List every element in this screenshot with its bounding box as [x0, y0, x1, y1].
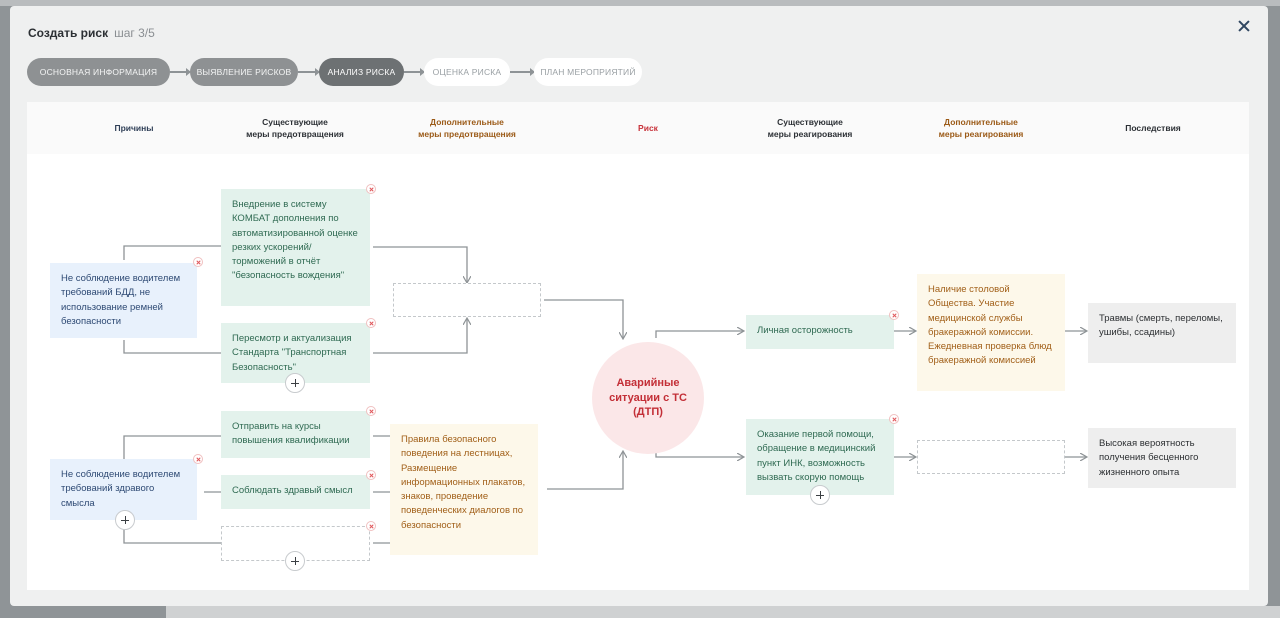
cause-card[interactable]: Не соблюдение водителем требований БДД, … — [50, 263, 197, 338]
remove-icon[interactable] — [366, 470, 376, 480]
prevention-card[interactable]: Отправить на курсы повышения квалификаци… — [221, 411, 370, 458]
modal-header: Создать риск шаг 3/5 — [28, 26, 155, 40]
response-card[interactable]: Оказание первой помощи, обращение в меди… — [746, 419, 894, 495]
remove-icon[interactable] — [193, 454, 203, 464]
remove-icon[interactable] — [889, 310, 899, 320]
step-basic-info[interactable]: ОСНОВНАЯ ИНФОРМАЦИЯ — [27, 58, 170, 86]
prevention-card[interactable]: Соблюдать здравый смысл — [221, 475, 370, 509]
additional-prevention-card[interactable]: Правила безопасного поведения на лестниц… — [390, 424, 538, 555]
additional-response-card[interactable]: Наличие столовой Общества. Участие медиц… — [917, 274, 1065, 391]
backdrop-lower — [166, 606, 1280, 618]
column-header-band — [27, 102, 1249, 154]
remove-icon[interactable] — [889, 414, 899, 424]
backdrop — [0, 0, 1280, 6]
step-arrow — [298, 68, 320, 76]
prevention-card[interactable]: Пересмотр и актуализация Стандарта "Тран… — [221, 323, 370, 383]
step-arrow — [404, 68, 425, 76]
step-action-plan[interactable]: ПЛАН МЕРОПРИЯТИЙ — [534, 58, 642, 86]
remove-icon[interactable] — [366, 521, 376, 531]
add-prevention-plus-icon[interactable] — [285, 551, 305, 571]
empty-additional-response-slot[interactable] — [917, 440, 1065, 474]
header-causes: Причины — [114, 123, 154, 133]
add-prevention-plus-icon[interactable] — [285, 373, 305, 393]
step-indicator: шаг 3/5 — [114, 26, 155, 40]
response-card[interactable]: Личная осторожность — [746, 315, 894, 349]
step-risk-analysis[interactable]: АНАЛИЗ РИСКА — [319, 58, 404, 86]
close-icon[interactable] — [1236, 18, 1252, 34]
step-arrow — [510, 68, 535, 76]
prevention-card[interactable]: Внедрение в систему КОМБАТ дополнения по… — [221, 189, 370, 306]
add-cause-plus-icon[interactable] — [115, 510, 135, 530]
step-risk-assessment[interactable]: ОЦЕНКА РИСКА — [424, 58, 510, 86]
create-risk-modal: Создать риск шаг 3/5 ОСНОВНАЯ ИНФОРМАЦИЯ… — [10, 6, 1268, 606]
empty-additional-prevention-slot[interactable] — [393, 283, 541, 317]
cause-card[interactable]: Не соблюдение водителем требований здрав… — [50, 459, 197, 520]
header-consequences: Последствия — [1125, 123, 1181, 133]
modal-title: Создать риск — [28, 26, 109, 40]
step-arrow — [170, 68, 191, 76]
risk-node[interactable]: Аварийные ситуации с ТС (ДТП) — [592, 342, 704, 454]
remove-icon[interactable] — [193, 257, 203, 267]
consequence-card[interactable]: Высокая вероятность получения бесценного… — [1088, 428, 1236, 488]
header-risk: Риск — [638, 123, 658, 133]
add-response-plus-icon[interactable] — [810, 485, 830, 505]
remove-icon[interactable] — [366, 406, 376, 416]
consequence-card[interactable]: Травмы (смерть, переломы, ушибы, ссадины… — [1088, 303, 1236, 363]
remove-icon[interactable] — [366, 318, 376, 328]
step-risk-identification[interactable]: ВЫЯВЛЕНИЕ РИСКОВ — [190, 58, 298, 86]
remove-icon[interactable] — [366, 184, 376, 194]
